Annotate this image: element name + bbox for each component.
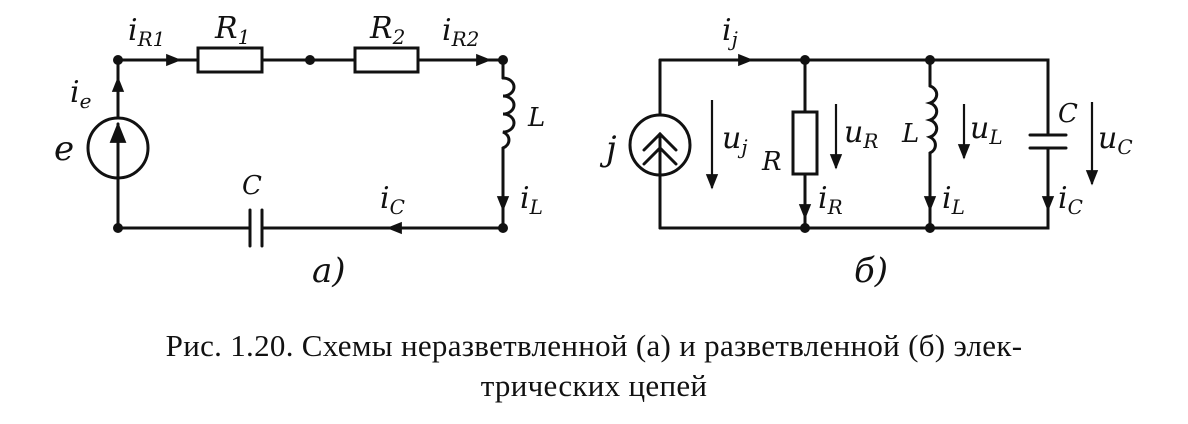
circuit-b: ij j uj R uR iR L uL iL C uC iC б): [599, 13, 1133, 291]
node-a4: [498, 223, 508, 233]
node-a3: [498, 55, 508, 65]
label-i-l-b-sub: L: [951, 195, 965, 219]
svg-text:uj: uj: [722, 121, 748, 159]
label-u-j-sub: j: [737, 135, 747, 159]
svg-text:iR: iR: [818, 181, 843, 219]
label-l-a: L: [527, 103, 545, 133]
label-i-r-b-sub: R: [827, 195, 843, 219]
wire-a-bottom-left: [116, 176, 252, 230]
label-l-b: L: [901, 119, 919, 149]
label-c-b: C: [1058, 99, 1078, 129]
label-r2: R: [369, 11, 393, 46]
resistor-r1: [196, 46, 264, 74]
label-u-r: u: [844, 115, 863, 150]
node-a1: [113, 55, 123, 65]
svg-text:R2: R2: [369, 11, 405, 49]
label-u-r-sub: R: [862, 129, 878, 153]
node-b3: [800, 223, 810, 233]
label-i-c-b: i: [1058, 181, 1068, 216]
svg-text:iR2: iR2: [442, 13, 479, 51]
node-a5: [113, 223, 123, 233]
label-c-a: C: [242, 171, 262, 201]
figure-caption: Рис. 1.20. Схемы неразветвленной (а) и р…: [0, 326, 1188, 406]
label-i-r1-sub: R1: [137, 27, 166, 51]
node-b2: [925, 55, 935, 65]
inductor-l-b: [924, 84, 939, 155]
svg-text:ij: ij: [722, 13, 738, 51]
node-a2: [305, 55, 315, 65]
label-i-l-a-sub: L: [529, 195, 543, 219]
inductor-l-a: [501, 76, 516, 150]
sublabel-a: а): [312, 251, 346, 291]
label-u-c-sub: C: [1117, 135, 1132, 159]
circuit-a: ie e iR1 R1 R2 iR2 L iL C iC а): [54, 11, 545, 291]
sublabel-b: б): [854, 251, 888, 291]
label-r2-sub: 2: [392, 25, 406, 49]
svg-text:iR1: iR1: [128, 13, 165, 51]
node-b4: [925, 223, 935, 233]
wire-b-top-rail: [658, 58, 1050, 137]
circuit-diagrams: ie e iR1 R1 R2 iR2 L iL C iC а): [54, 11, 1133, 291]
resistor-r: [791, 110, 819, 176]
label-i-r2-sub: R2: [451, 27, 480, 51]
svg-text:uR: uR: [844, 115, 878, 153]
svg-text:iL: iL: [942, 181, 965, 219]
label-i-j-sub: j: [728, 27, 738, 51]
label-i-l-a: i: [520, 181, 530, 216]
label-i-r1: i: [128, 13, 138, 48]
label-u-c: u: [1098, 121, 1117, 156]
label-i-c-b-sub: C: [1068, 195, 1083, 219]
label-u-j: u: [722, 121, 741, 156]
label-j: j: [599, 129, 617, 169]
svg-text:iC: iC: [1058, 181, 1083, 219]
svg-text:iL: iL: [520, 181, 543, 219]
resistor-r2: [353, 46, 420, 74]
svg-text:ie: ie: [70, 75, 91, 113]
svg-text:uL: uL: [970, 111, 1003, 149]
label-u-l-sub: L: [988, 125, 1002, 149]
wire-b-bottom-rail: [658, 146, 1050, 230]
label-i-e-sub: e: [80, 89, 92, 113]
caption-line-1: Рис. 1.20. Схемы неразветвленной (а) и р…: [165, 328, 1023, 363]
label-r1: R: [214, 11, 238, 46]
label-e: e: [54, 129, 74, 169]
label-i-e: i: [70, 75, 80, 110]
label-i-r-b: i: [818, 181, 828, 216]
capacitor-c-a: [248, 208, 264, 248]
label-i-c-a: i: [380, 181, 390, 216]
node-b1: [800, 55, 810, 65]
label-i-r2: i: [442, 13, 452, 48]
label-u-l: u: [970, 111, 989, 146]
label-r: R: [761, 147, 782, 177]
label-i-j: i: [722, 13, 732, 48]
svg-text:iC: iC: [380, 181, 405, 219]
wire-a-top-right: [416, 58, 505, 80]
caption-line-2: трических цепей: [480, 368, 708, 403]
svg-text:R1: R1: [214, 11, 250, 49]
svg-text:uC: uC: [1098, 121, 1133, 159]
label-i-l-b: i: [942, 181, 952, 216]
label-r1-sub: 1: [238, 25, 251, 49]
capacitor-c-b: [1028, 133, 1068, 150]
label-i-c-a-sub: C: [390, 195, 405, 219]
